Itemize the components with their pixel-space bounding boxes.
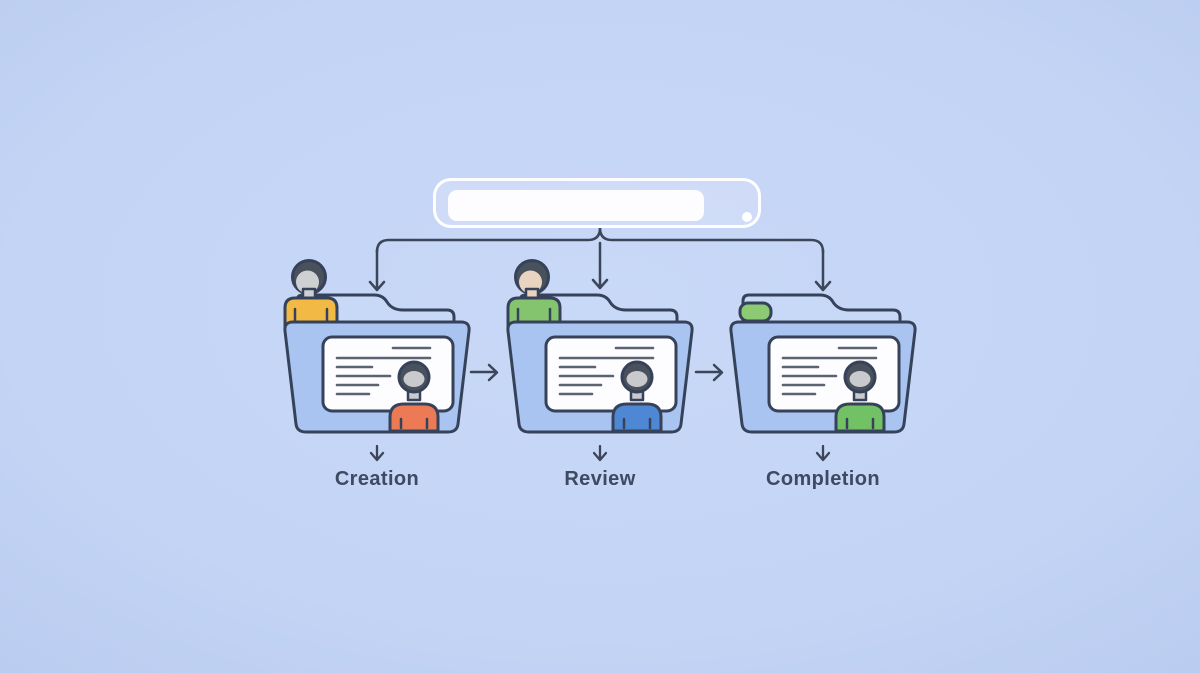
card-person-torso <box>834 402 886 433</box>
address-bar <box>433 178 761 228</box>
card-person-arm-lines <box>845 417 875 430</box>
card-person-face <box>626 371 648 387</box>
card-person-torso <box>611 402 663 433</box>
folder-illustration-review <box>506 259 694 434</box>
card-text-lines <box>558 346 655 396</box>
card-person-face <box>849 371 871 387</box>
card-person-arm-lines <box>622 417 652 430</box>
document-card <box>544 335 678 413</box>
card-person-avatar <box>388 360 440 433</box>
stage-creation: Creation <box>277 255 477 491</box>
down-arrow-icon <box>815 444 831 462</box>
card-text-lines <box>335 346 432 396</box>
stage-label-creation: Creation <box>334 468 420 490</box>
stage-review: Review <box>500 255 700 491</box>
branch-line-right <box>598 226 825 254</box>
address-bar-dot-icon <box>742 212 752 222</box>
down-arrow-icon <box>369 444 385 462</box>
stage-label-review: Review <box>564 468 636 490</box>
card-person-avatar <box>834 360 886 433</box>
folder-tag <box>738 301 773 323</box>
document-card <box>767 335 901 413</box>
branch-line-left <box>375 226 602 254</box>
stage-label-completion: Completion <box>766 468 880 490</box>
folder-illustration-completion <box>729 293 917 434</box>
card-person-avatar <box>611 360 663 433</box>
card-person-face <box>403 371 425 387</box>
card-person-arm-lines <box>399 417 429 430</box>
document-card <box>321 335 455 413</box>
stage-completion: Completion <box>723 255 923 491</box>
folder-illustration-creation <box>283 259 471 434</box>
card-person-torso <box>388 402 440 433</box>
address-bar-input[interactable] <box>448 190 704 221</box>
down-arrow-icon <box>592 444 608 462</box>
card-text-lines <box>781 346 878 396</box>
